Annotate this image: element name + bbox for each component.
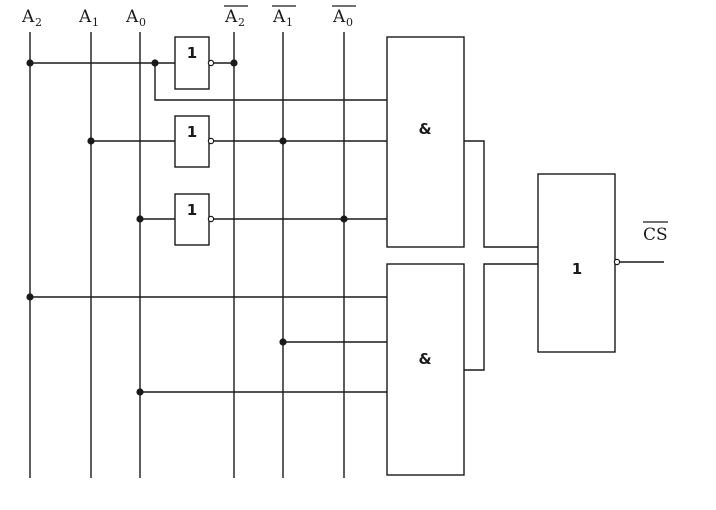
junction-a0-not-output	[340, 215, 348, 223]
label-a2-not: A 2	[224, 5, 248, 29]
gate-not-a0-symbol: 1	[187, 201, 197, 219]
label-a0-index: 0	[139, 16, 146, 29]
gate-nor-output-body	[537, 173, 616, 353]
gate-nor-output: 1	[537, 173, 621, 353]
gate-not-a1-body	[174, 115, 210, 168]
label-a0-not-index: 0	[346, 16, 353, 29]
gate-and-top-symbol: &	[418, 120, 431, 138]
gate-not-a1: 1	[174, 115, 215, 168]
gate-not-a2-symbol: 1	[187, 44, 197, 62]
gate-and-bottom-body	[386, 263, 465, 476]
label-a0: A 0	[125, 7, 146, 29]
label-a1-not-index: 1	[286, 16, 293, 29]
label-a1-letter: A	[78, 7, 92, 27]
label-a1-not: A 1	[272, 5, 296, 29]
label-a2-not-index: 2	[238, 16, 245, 29]
gate-nor-output-symbol: 1	[572, 260, 582, 278]
junction-a1-not-output	[279, 137, 287, 145]
gate-not-a1-bubble	[207, 137, 215, 145]
gate-not-a2-bubble	[207, 59, 215, 67]
label-a1: A 1	[78, 7, 99, 29]
label-a0-not: A 0	[332, 5, 356, 29]
label-a1-not-letter: A	[272, 7, 286, 27]
gate-not-a1-symbol: 1	[187, 123, 197, 141]
junction-a0-tap	[151, 59, 159, 67]
label-a2-index: 2	[35, 16, 42, 29]
wire-and-top-out	[464, 140, 538, 248]
gate-and-bottom: &	[386, 263, 465, 476]
gate-not-a0-body	[174, 193, 210, 246]
gate-and-top-body	[386, 36, 465, 248]
gate-not-a0-bubble	[207, 215, 215, 223]
wire-and-bottom-out	[464, 263, 538, 371]
gate-and-top: &	[386, 36, 465, 248]
output-label-cs: CS	[643, 221, 668, 245]
gate-and-bottom-symbol: &	[418, 350, 431, 368]
junction-a2-not-output	[230, 59, 238, 67]
junction-a0-not-input	[136, 215, 144, 223]
junction-a2-not-input	[26, 59, 34, 67]
gate-not-a2: 1	[174, 36, 215, 90]
label-a0-not-letter: A	[332, 7, 346, 27]
junction-a1-not-and-bottom	[279, 338, 287, 346]
output-label-cs-text: CS	[643, 225, 668, 245]
gate-not-a2-body	[174, 36, 210, 90]
gate-nor-output-bubble	[613, 258, 621, 266]
label-a1-index: 1	[92, 16, 99, 29]
junction-a0-and-bottom	[136, 388, 144, 396]
label-a2: A 2	[21, 7, 42, 29]
label-a2-not-letter: A	[224, 7, 238, 27]
junction-a1-not-input	[87, 137, 95, 145]
wire-a0-to-and-top	[154, 63, 387, 101]
label-a2-letter: A	[21, 7, 35, 27]
gate-not-a0: 1	[174, 193, 215, 246]
label-a0-letter: A	[125, 7, 139, 27]
junction-a2-and-bottom	[26, 293, 34, 301]
